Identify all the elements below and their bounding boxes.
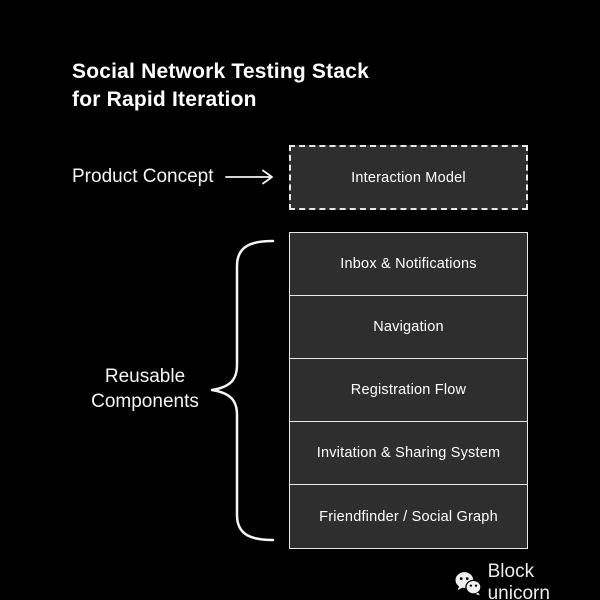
stack-box-navigation: Navigation <box>290 296 527 359</box>
wechat-icon <box>455 571 482 595</box>
stack-box-friendfinder: Friendfinder / Social Graph <box>290 485 527 548</box>
stack-box-label: Registration Flow <box>350 382 467 398</box>
interaction-model-box: Interaction Model <box>289 145 528 210</box>
product-concept-label: Product Concept <box>72 166 214 187</box>
brand-footer: Block unicorn <box>455 561 600 600</box>
reusable-components-line1: Reusable <box>104 366 186 387</box>
arrow-right-icon <box>225 169 273 185</box>
component-stack: Inbox & Notifications Navigation Registr… <box>289 232 528 549</box>
page-title: Social Network Testing Stack for Rapid I… <box>72 58 369 114</box>
page-title-line2: for Rapid Iteration <box>72 88 257 111</box>
stack-box-invitation: Invitation & Sharing System <box>290 422 527 485</box>
brand-name: Block unicorn <box>487 561 550 600</box>
reusable-components-line2: Components <box>91 391 199 412</box>
stack-box-label: Navigation <box>373 319 444 335</box>
interaction-model-label: Interaction Model <box>351 169 466 186</box>
stack-box-inbox: Inbox & Notifications <box>290 233 527 296</box>
stack-box-label: Inbox & Notifications <box>340 256 477 272</box>
stack-box-label: Friendfinder / Social Graph <box>319 508 498 525</box>
stack-box-registration: Registration Flow <box>290 359 527 422</box>
reusable-components-label: Reusable Components <box>60 364 230 414</box>
page-title-line1: Social Network Testing Stack <box>72 60 369 83</box>
curly-brace-left-icon <box>210 239 275 542</box>
stack-box-label: Invitation & Sharing System <box>316 445 501 461</box>
